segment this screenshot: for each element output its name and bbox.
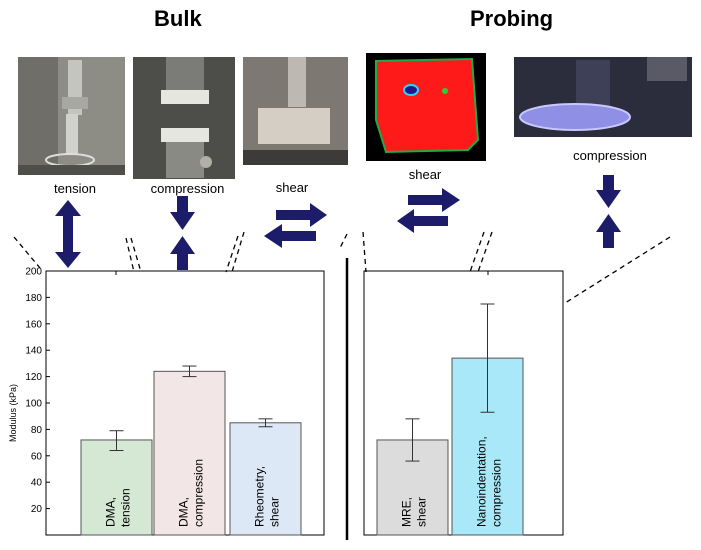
bar — [153, 370, 226, 536]
y-tick-label: 180 — [25, 293, 42, 304]
compression-down-arrow-icon — [170, 196, 195, 230]
photo-label-tension: tension — [54, 181, 96, 196]
bar-label-line1: DMA, — [104, 497, 118, 527]
bar — [229, 422, 302, 536]
probing-heading: Probing — [470, 6, 554, 31]
bar-label-line1: Rheometry, — [253, 466, 267, 527]
y-tick-label: 100 — [25, 399, 42, 410]
photo-label-shear-mre: shear — [408, 167, 442, 182]
bulk-heading: Bulk — [154, 6, 202, 31]
shear-right-arrow-icon — [276, 203, 327, 227]
y-tick-label: 40 — [31, 478, 43, 489]
bar-label-line1: Nanoindentation, — [475, 436, 489, 527]
compression-up-arrow-icon — [170, 236, 195, 270]
photo-label-compression-nano: compression — [573, 148, 647, 163]
bar-label-line2: compression — [490, 459, 504, 527]
y-tick-label: 140 — [25, 346, 42, 357]
bar-label-line2: shear — [415, 497, 429, 527]
shear-mre-left-arrow-icon — [397, 209, 448, 233]
connector-lines — [13, 231, 671, 304]
y-tick-label: 80 — [31, 425, 43, 436]
bar-label-line2: tension — [119, 488, 133, 527]
nano-up-arrow-icon — [596, 214, 621, 248]
bar-label-line2: shear — [268, 497, 282, 527]
photo-label-compression: compression — [150, 181, 225, 196]
bar-label-line2: compression — [192, 459, 206, 527]
y-tick-label: 60 — [31, 451, 43, 462]
shear-mre-right-arrow-icon — [408, 188, 460, 212]
shear-left-arrow-icon — [264, 224, 316, 248]
y-tick-label: 160 — [25, 319, 42, 330]
y-tick-label: 120 — [25, 372, 42, 383]
arrows — [55, 175, 621, 270]
bar — [80, 439, 153, 536]
y-tick-label: 200 — [25, 267, 42, 278]
nano-down-arrow-icon — [596, 175, 621, 208]
photo-label-shear-rheometry: shear — [275, 180, 309, 195]
tension-arrow-icon — [55, 200, 81, 268]
y-tick-label: 20 — [31, 504, 43, 515]
bar-label-line1: MRE, — [400, 497, 414, 527]
bar-label-line1: DMA, — [177, 497, 191, 527]
y-axis-label: Modulus (kPa) — [8, 384, 18, 442]
